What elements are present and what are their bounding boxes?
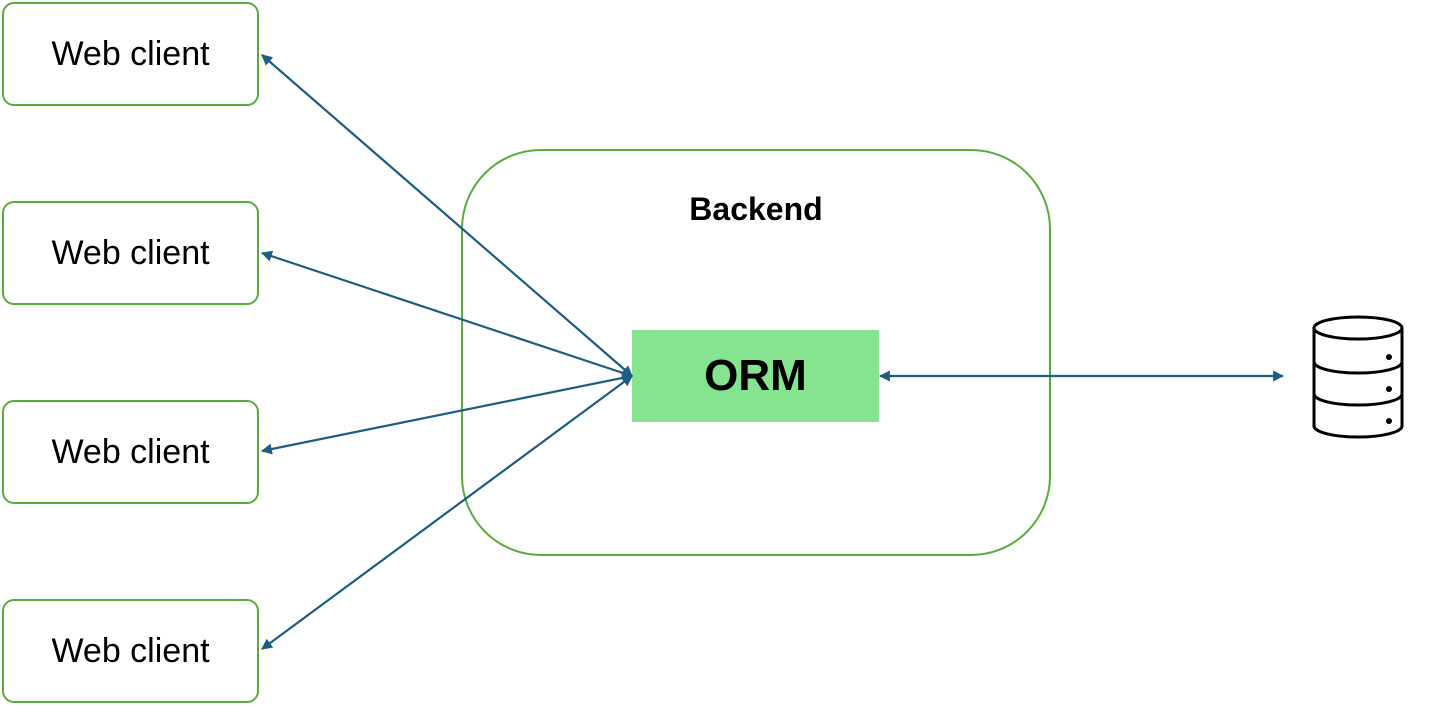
- web-client-4: Web client: [2, 599, 259, 703]
- backend-title: Backend: [689, 191, 823, 227]
- orm-box: ORM: [632, 330, 879, 422]
- web-client-1: Web client: [2, 2, 259, 106]
- database-icon: [1312, 315, 1404, 439]
- web-client-2: Web client: [2, 201, 259, 305]
- web-client-3: Web client: [2, 400, 259, 504]
